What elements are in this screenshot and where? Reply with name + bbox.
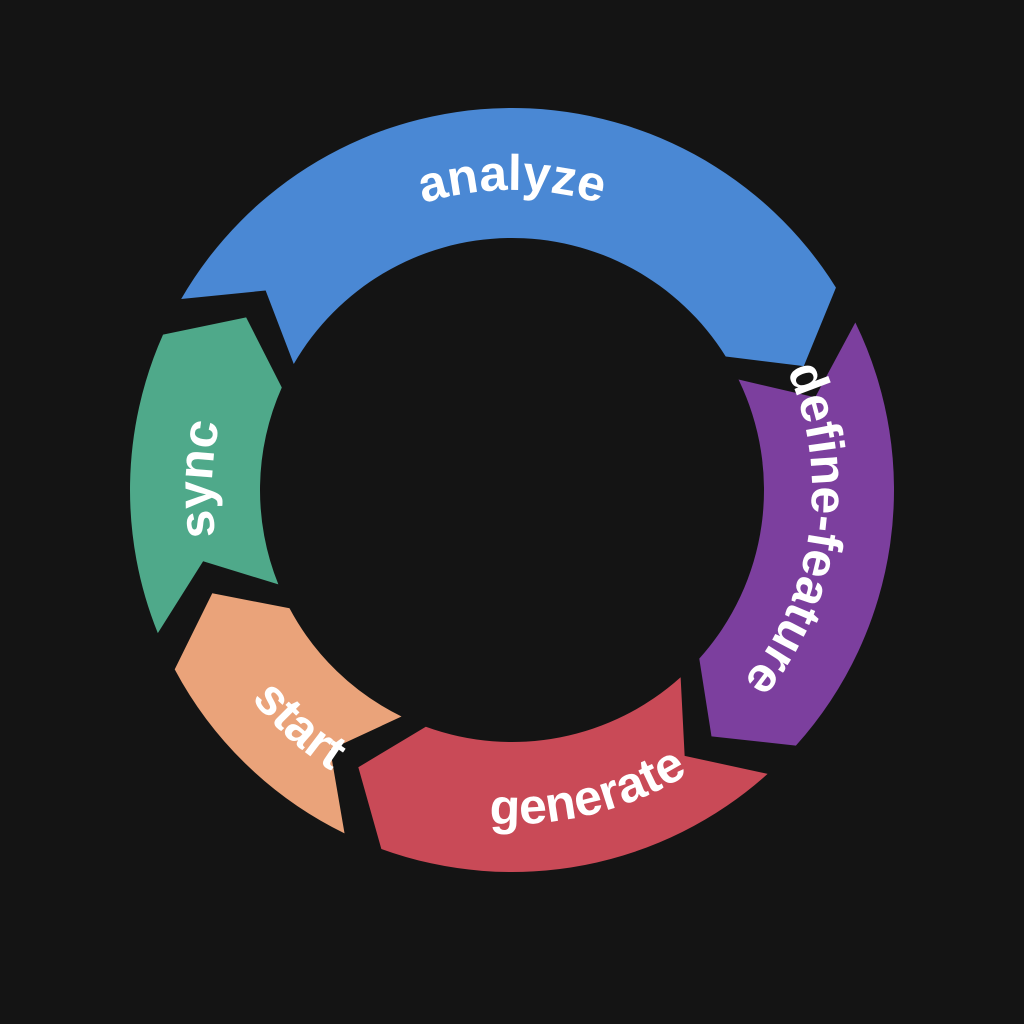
cycle-segments xyxy=(130,108,895,872)
segment-define-feature xyxy=(699,322,895,746)
segment-analyze xyxy=(181,108,836,367)
segment-sync xyxy=(130,317,282,634)
segment-start xyxy=(174,593,402,834)
segment-generate xyxy=(358,677,768,872)
